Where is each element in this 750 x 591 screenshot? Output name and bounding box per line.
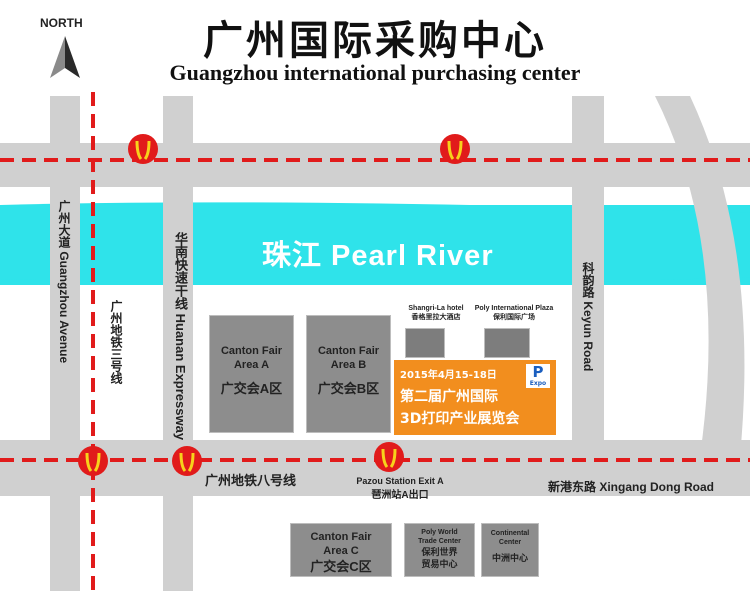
area-c-title-1: Canton Fair bbox=[310, 531, 372, 543]
poly-plaza-label-en: Poly International Plaza bbox=[474, 305, 554, 312]
keyun-road-label: 科韵路 Keyun Road bbox=[581, 262, 595, 372]
metro-logo-icon bbox=[440, 134, 470, 164]
continental-cn: 中洲中心 bbox=[491, 553, 528, 563]
expo-date: 2015年4月15-18日 bbox=[400, 370, 497, 381]
shangrila-hotel-block[interactable] bbox=[405, 328, 445, 358]
poly-world-cn-2: 贸易中心 bbox=[421, 559, 458, 569]
poly-plaza-block[interactable] bbox=[484, 328, 530, 358]
keyun-road bbox=[572, 96, 604, 456]
expo-panel[interactable]: 2015年4月15-18日 第二届广州国际 3D打印产业展览会 P Expo bbox=[394, 360, 556, 435]
guangzhou-avenue-label: 广州大道 Guangzhou Avenue bbox=[57, 200, 71, 364]
shangrila-label: Shangri-La hotel 香格里拉大酒店 bbox=[396, 304, 476, 322]
station-label-en: Pazou Station Exit A bbox=[356, 476, 444, 486]
area-b-title-cn: 广交会B区 bbox=[317, 381, 380, 396]
metro-line-8-label: 广州地铁八号线 bbox=[205, 473, 297, 488]
north-road bbox=[0, 143, 750, 187]
area-b-title-2: Area B bbox=[330, 359, 367, 371]
expo-title-line2: 3D打印产业展览会 bbox=[400, 411, 520, 427]
area-c-title-2: Area C bbox=[323, 545, 359, 557]
map-title-cn: 广州国际采购中心 bbox=[203, 17, 547, 64]
pazou-station-label: Pazou Station Exit A 琶洲站A出口 bbox=[346, 476, 454, 501]
station-label-cn: 琶洲站A出口 bbox=[371, 490, 429, 501]
continental-en-2: Center bbox=[498, 539, 522, 546]
canton-fair-area-b[interactable]: Canton Fair Area B 广交会B区 bbox=[306, 315, 391, 433]
guangzhou-avenue-road bbox=[50, 96, 80, 591]
huanan-expressway-label: 华南快速干线 Huanan Expressway bbox=[173, 232, 188, 441]
metro-logo-icon bbox=[172, 446, 202, 476]
poly-world-trade-center[interactable]: Poly World Trade Center 保利世界 贸易中心 bbox=[404, 523, 475, 577]
map-title-en: Guangzhou international purchasing cente… bbox=[169, 60, 581, 85]
expo-logo-icon: P Expo bbox=[526, 364, 550, 388]
expo-logo-letter: P bbox=[532, 363, 544, 381]
north-arrow-icon bbox=[50, 36, 80, 78]
canton-fair-area-a[interactable]: Canton Fair Area A 广交会A区 bbox=[209, 315, 294, 433]
area-c-title-cn: 广交会C区 bbox=[310, 559, 372, 574]
poly-world-cn-1: 保利世界 bbox=[421, 547, 458, 557]
north-label: NORTH bbox=[40, 16, 83, 30]
poly-plaza-label: Poly International Plaza 保利国际广场 bbox=[474, 304, 554, 322]
huanan-expressway-road bbox=[163, 96, 193, 591]
shangrila-label-cn: 香格里拉大酒店 bbox=[411, 314, 461, 321]
river-label: 珠江 Pearl River bbox=[262, 240, 494, 272]
poly-world-en-1: Poly World bbox=[421, 529, 458, 536]
continental-center[interactable]: Continental Center 中洲中心 bbox=[481, 523, 539, 577]
metro-logo-icon bbox=[374, 442, 404, 472]
area-a-title-cn: 广交会A区 bbox=[220, 381, 283, 396]
continental-en-1: Continental bbox=[490, 530, 530, 537]
curved-road-east bbox=[655, 96, 745, 456]
expo-logo-sub: Expo bbox=[529, 380, 547, 387]
area-a-title-2: Area A bbox=[233, 359, 270, 371]
poly-plaza-label-cn: 保利国际广场 bbox=[493, 314, 535, 321]
area-b-title-1: Canton Fair bbox=[317, 345, 380, 357]
expo-title-line1: 第二届广州国际 bbox=[400, 389, 498, 405]
shangrila-label-en: Shangri-La hotel bbox=[408, 305, 464, 312]
metro-logo-icon bbox=[78, 446, 108, 476]
poly-world-en-2: Trade Center bbox=[418, 538, 461, 545]
metro-line-3-label: 广州地铁三号线 bbox=[109, 300, 123, 384]
canton-fair-area-c[interactable]: Canton Fair Area C 广交会C区 bbox=[290, 523, 392, 577]
metro-logo-icon bbox=[128, 134, 158, 164]
xingang-road-label: 新港东路 Xingang Dong Road bbox=[548, 480, 714, 494]
area-a-title-1: Canton Fair bbox=[220, 345, 283, 357]
